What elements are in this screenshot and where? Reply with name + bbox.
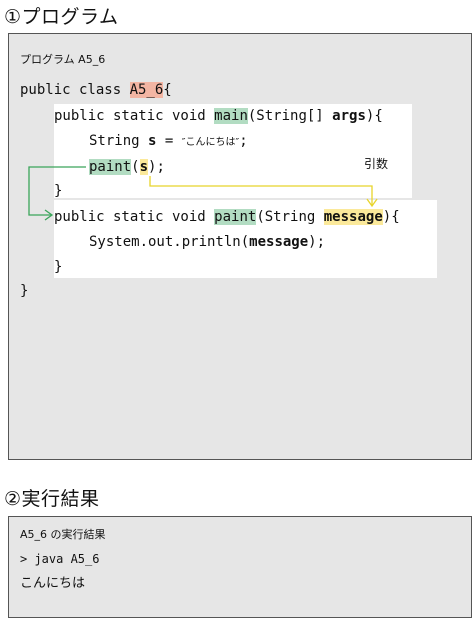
call-arrow-head (44, 209, 54, 221)
program-panel: プログラム A5_6 public class A5_6{ public sta… (8, 33, 472, 460)
paint-close-brace: } (54, 259, 63, 275)
output-text: こんにちは (20, 576, 86, 591)
main-open-brace: ){ (365, 108, 383, 124)
string-variable: s (148, 133, 157, 149)
argument-label: 引数 (364, 157, 389, 171)
call-open-paren: ( (131, 159, 140, 175)
paint-call: paint (89, 159, 132, 175)
code-line-paint-call: paint(s); (89, 156, 165, 178)
code-line-paint-def: public static void paint(String message)… (54, 206, 400, 228)
argument-arrow-line (149, 176, 373, 205)
string-type: String (89, 133, 149, 149)
class-open-brace: { (163, 82, 172, 98)
command-line: > java A5_6 (20, 552, 100, 566)
system-out: System.out. (89, 234, 182, 250)
call-argument: s (139, 159, 149, 175)
string-literal: ″こんにちは″ (181, 137, 240, 148)
paint-param-message: message (323, 209, 383, 225)
paint-param-type: (String (256, 209, 324, 225)
code-line-class: public class A5_6{ (20, 79, 172, 101)
assign-operator: = (156, 133, 182, 149)
class-keyword: public class (20, 82, 130, 98)
program-caption: プログラム A5_6 (20, 53, 106, 66)
statement-semicolon: ; (239, 133, 248, 149)
main-method-name: main (214, 108, 248, 124)
call-arrow-line (28, 166, 86, 216)
class-close-brace: } (20, 283, 29, 299)
println-close: ); (308, 234, 326, 250)
paint-open-brace: ){ (382, 209, 400, 225)
main-keywords: public static void (54, 108, 215, 124)
paint-method-name: paint (214, 209, 257, 225)
argument-arrow-head (366, 198, 378, 208)
result-caption: A5_6 の実行結果 (20, 528, 106, 541)
result-panel: A5_6 の実行結果 > java A5_6 こんにちは (8, 516, 472, 618)
result-heading: ②実行結果 (4, 488, 100, 510)
paint-keywords: public static void (54, 209, 215, 225)
code-line-main: public static void main(String[] args){ (54, 105, 383, 127)
println-method: println( (181, 234, 250, 250)
main-close-brace: } (54, 183, 63, 199)
main-param-type: (String[] (247, 108, 333, 124)
println-argument: message (249, 234, 309, 250)
code-line-string-decl: String s = ″こんにちは″; (89, 130, 248, 152)
program-heading: ①プログラム (4, 6, 119, 28)
class-name: A5_6 (129, 82, 164, 98)
code-line-println: System.out.println(message); (89, 231, 325, 253)
call-close: ); (148, 159, 165, 175)
main-param-args: args (332, 108, 366, 124)
